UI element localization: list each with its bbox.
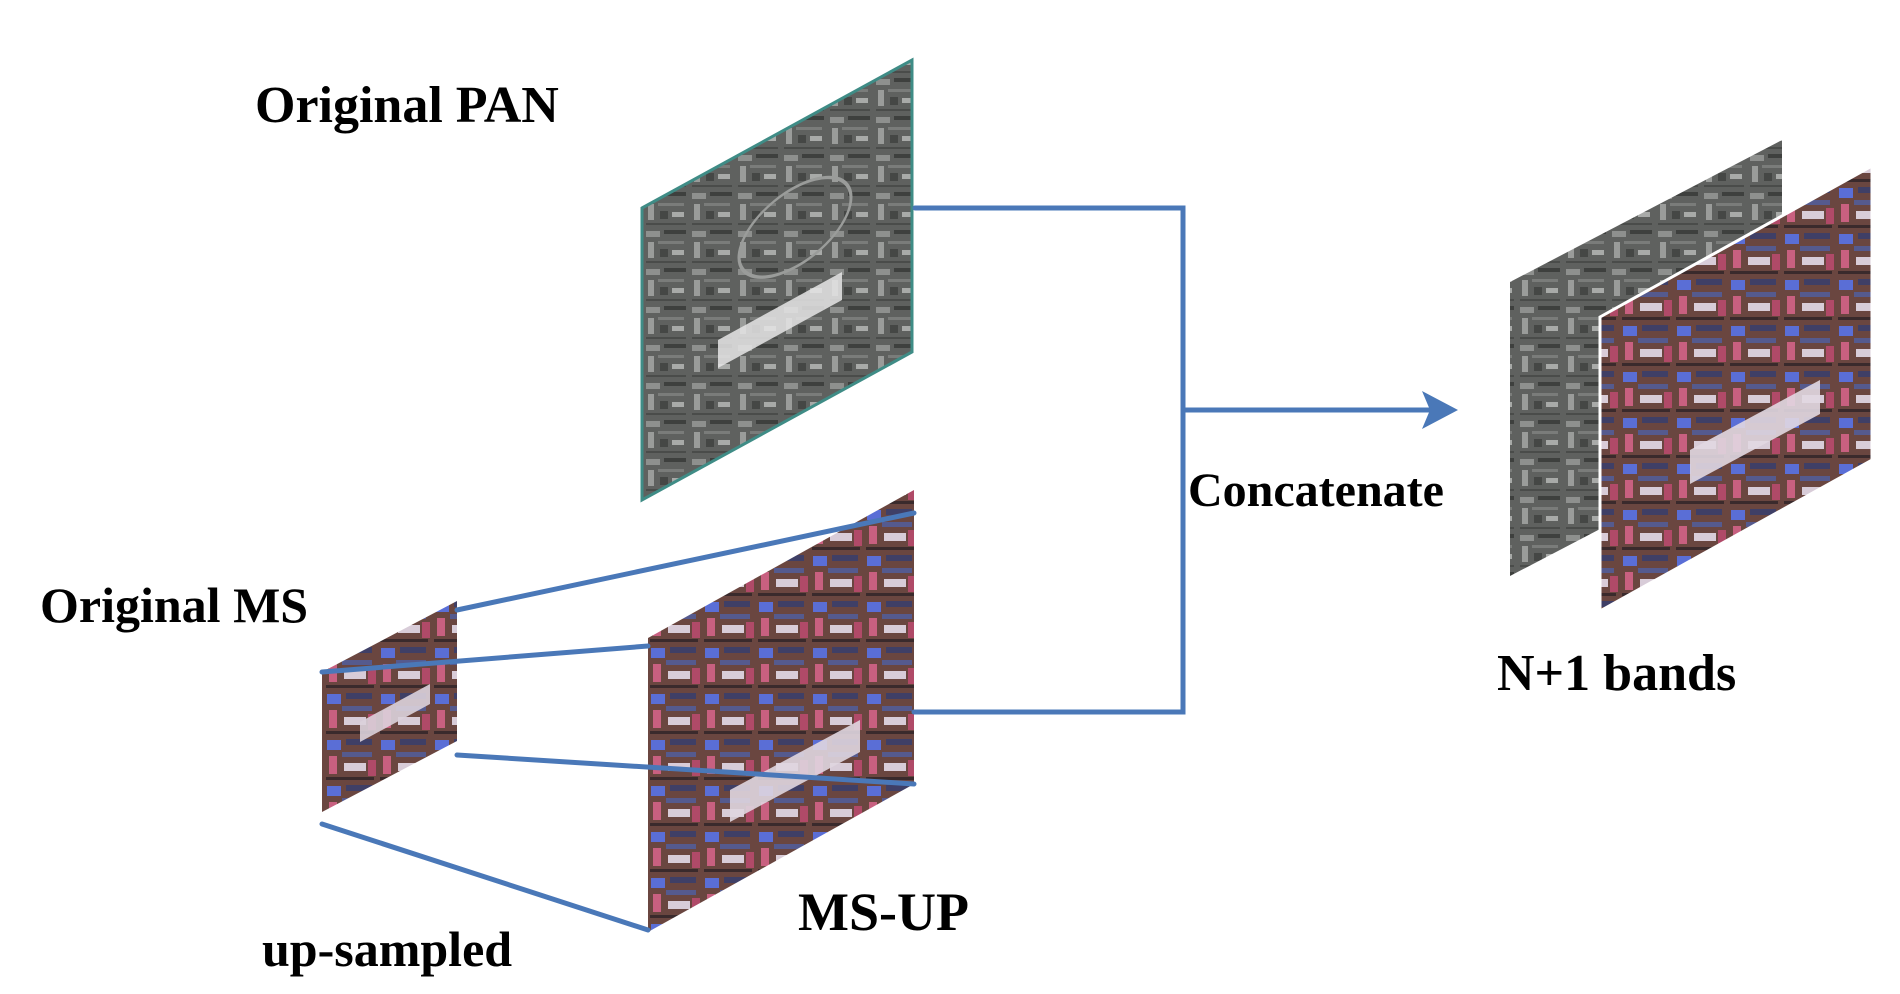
concatenate-label: Concatenate bbox=[1188, 464, 1444, 517]
original-pan-label: Original PAN bbox=[255, 77, 559, 134]
ms-up-image bbox=[648, 490, 914, 932]
original-ms-image bbox=[322, 601, 457, 812]
pan-image bbox=[640, 57, 914, 503]
concat-connector bbox=[911, 205, 1433, 715]
up-sampled-label: up-sampled bbox=[262, 921, 513, 977]
original-ms-label: Original MS bbox=[40, 577, 309, 633]
output-ms-bands bbox=[1598, 163, 1874, 614]
ms-up-label: MS-UP bbox=[798, 882, 969, 942]
concat-arrow-head bbox=[1422, 391, 1458, 429]
n-plus-1-bands-label: N+1 bands bbox=[1497, 645, 1737, 702]
upsample-lines bbox=[319, 510, 917, 933]
